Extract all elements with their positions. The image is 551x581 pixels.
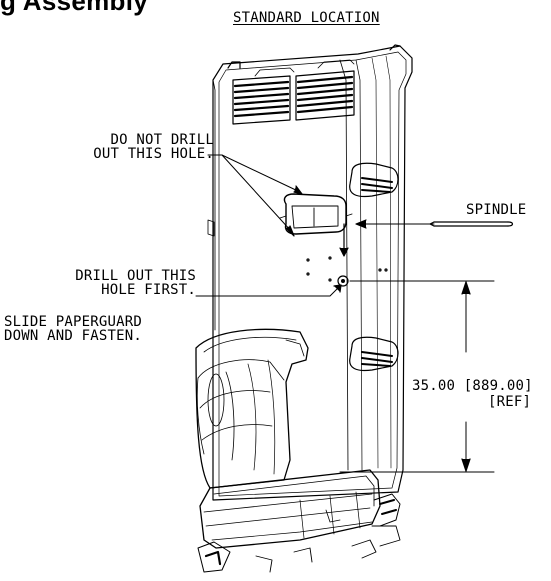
slide-paperguard-line2: DOWN AND FASTEN. [4,328,143,344]
vent-grille [232,59,355,125]
printer-body [195,328,309,489]
callout-leaders [195,154,435,297]
location-heading: STANDARD LOCATION [233,10,380,26]
drill-out-line2: HOLE FIRST. [101,282,196,298]
spindle-part [429,221,514,227]
drill-hole [337,275,349,287]
handle-bracket [279,193,353,257]
do-not-drill-line2: OUT THIS HOLE. [93,146,214,162]
page-title: g Assembly [0,0,148,16]
base-tray [197,469,401,573]
side-slots [349,162,399,372]
drill-out-line1: DRILL OUT THIS [75,268,196,284]
slide-paperguard-line1: SLIDE PAPERGUARD [4,314,143,330]
do-not-drill-line1: DO NOT DRILL [110,132,214,148]
spindle-label: SPINDLE [466,202,527,218]
back-panel [207,44,413,501]
dimension-value: 35.00 [889.00] [412,378,533,394]
dimension-line [339,280,495,473]
dimension-ref: [REF] [488,394,532,410]
